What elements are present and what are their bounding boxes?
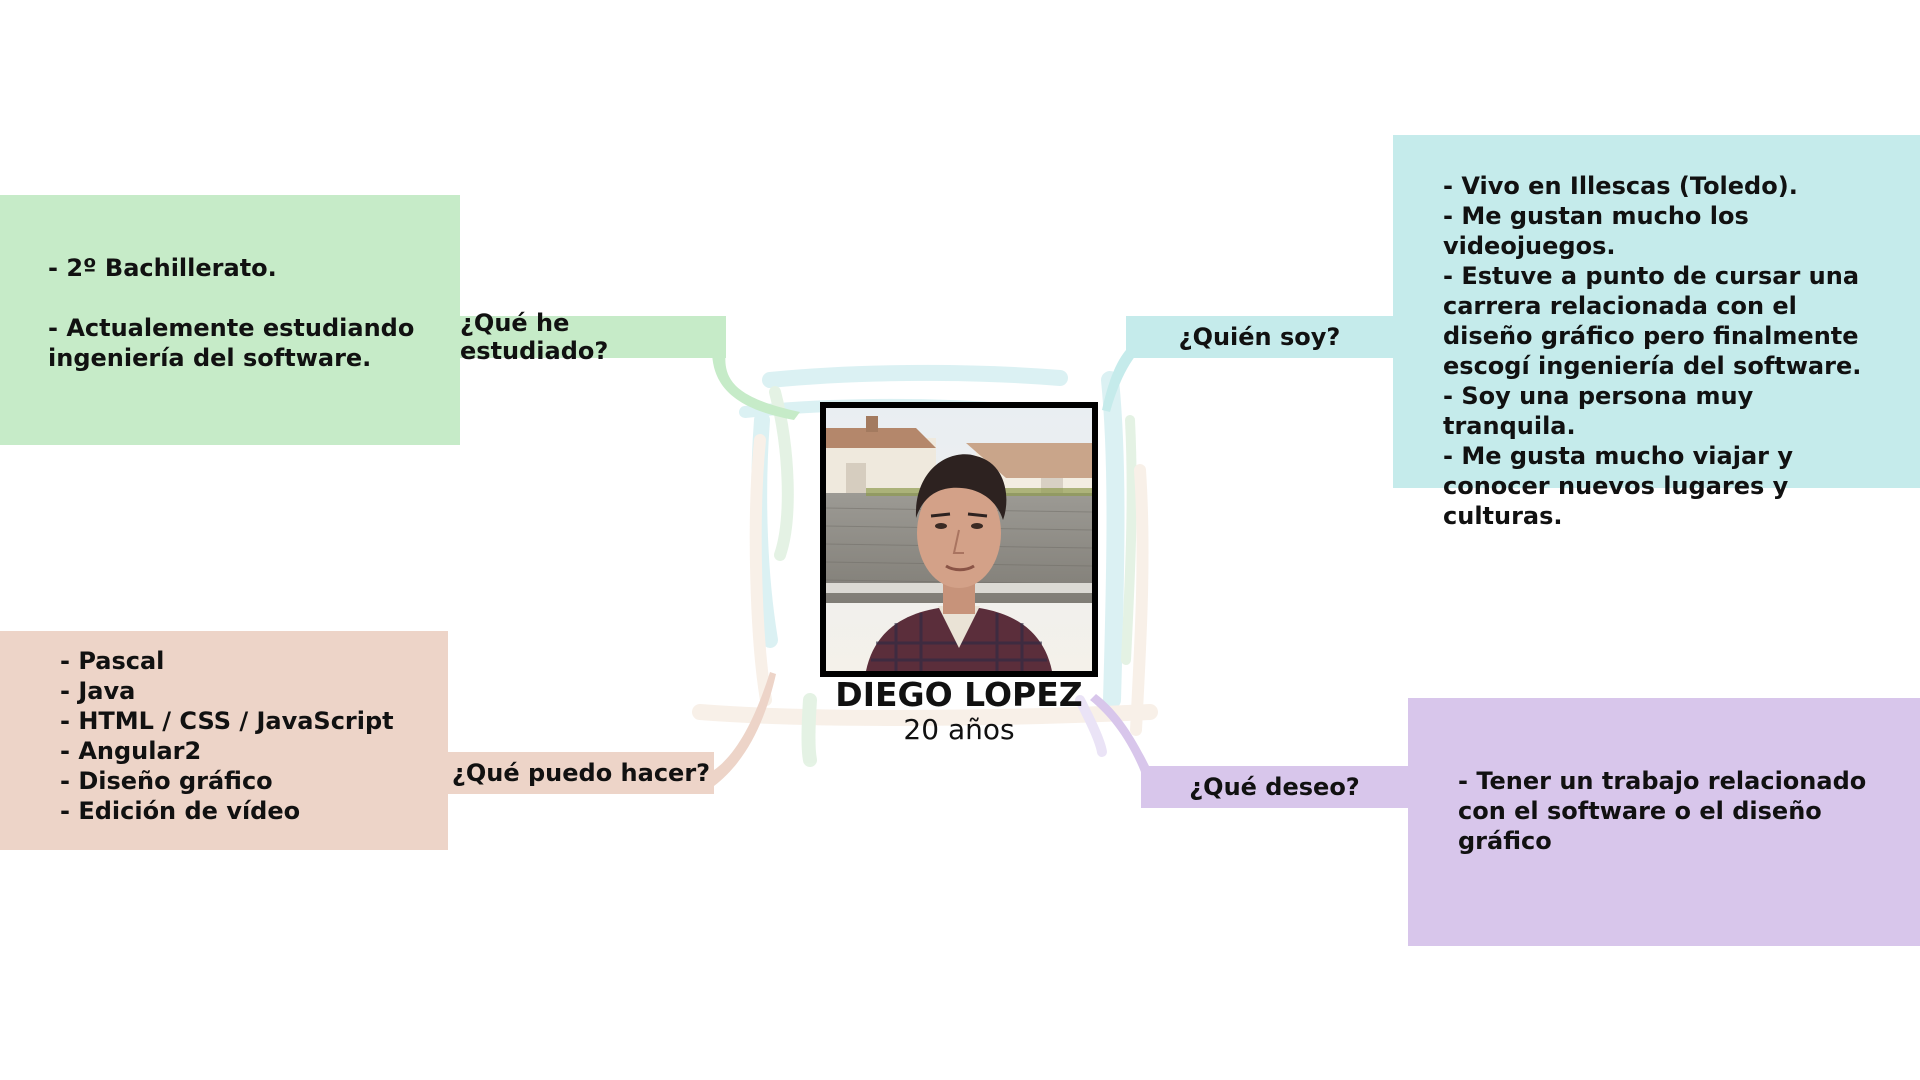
who-label: ¿Quién soy? <box>1178 323 1341 351</box>
person-name: DIEGO LOPEZ <box>835 675 1083 714</box>
studied-box: - 2º Bachillerato. - Actualemente estudi… <box>0 195 460 445</box>
who-item: - Vivo en Illescas (Toledo). <box>1443 172 1798 200</box>
connector-can <box>714 672 776 786</box>
want-label-tab: ¿Qué deseo? <box>1141 766 1408 808</box>
can-item: - Angular2 <box>60 737 202 765</box>
studied-label-tab: ¿Qué he estudiado? <box>460 309 726 365</box>
can-item: - HTML / CSS / JavaScript <box>60 707 394 735</box>
profile-photo <box>826 408 1092 671</box>
can-label: ¿Qué puedo hacer? <box>451 759 711 787</box>
studied-item: - 2º Bachillerato. <box>48 254 277 282</box>
want-item: - Tener un trabajo relacionado con el so… <box>1458 767 1867 855</box>
who-item: - Soy una persona muy tranquila. <box>1443 382 1754 440</box>
who-label-tab: ¿Quién soy? <box>1126 316 1393 358</box>
can-item: - Diseño gráfico <box>60 767 273 795</box>
who-box: - Vivo en Illescas (Toledo). - Me gustan… <box>1393 135 1920 530</box>
want-label: ¿Qué deseo? <box>1189 773 1360 801</box>
studied-label: ¿Qué he estudiado? <box>460 309 609 365</box>
can-label-tab: ¿Qué puedo hacer? <box>448 752 714 794</box>
can-item: - Pascal <box>60 647 165 675</box>
can-item: - Edición de vídeo <box>60 797 301 825</box>
profile-photo-frame <box>820 402 1098 677</box>
connector-who <box>1102 350 1140 412</box>
can-box: - Pascal - Java - HTML / CSS / JavaScrip… <box>0 631 448 850</box>
who-item: - Estuve a punto de cursar una carrera r… <box>1443 262 1862 380</box>
person-age: 20 años <box>903 713 1015 746</box>
studied-item: - Actualemente estudiando ingeniería del… <box>48 314 415 372</box>
who-item: - Me gusta mucho viajar y conocer nuevos… <box>1443 442 1793 530</box>
can-item: - Java <box>60 677 136 705</box>
who-item: - Me gustan mucho los videojuegos. <box>1443 202 1749 260</box>
want-box: - Tener un trabajo relacionado con el so… <box>1408 698 1920 946</box>
